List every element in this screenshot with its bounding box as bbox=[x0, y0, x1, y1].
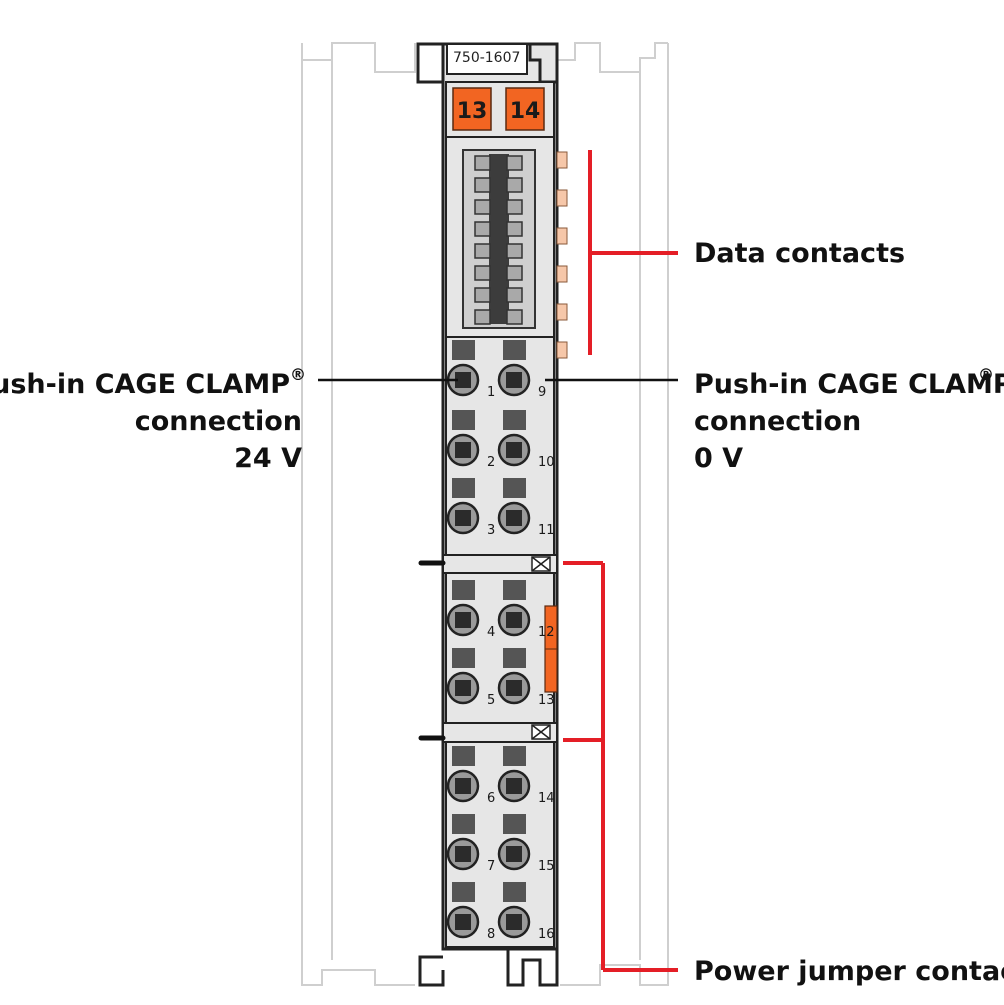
data-pin-array bbox=[474, 155, 523, 325]
jumper-cross-upper bbox=[531, 556, 551, 572]
power-jumper-label: Power jumper contacts bbox=[694, 956, 1004, 987]
release-button bbox=[503, 580, 526, 600]
tag-14-label: 14 bbox=[510, 99, 541, 124]
clamp-inner bbox=[506, 442, 522, 458]
clamp-inner bbox=[506, 510, 522, 526]
release-button bbox=[503, 410, 526, 430]
terminal-number: 6 bbox=[487, 791, 495, 806]
data-pin bbox=[506, 177, 523, 193]
terminal-number: 1 bbox=[487, 385, 495, 400]
data-contact-pad bbox=[556, 227, 568, 245]
terminal-number: 5 bbox=[487, 693, 495, 708]
release-button bbox=[452, 580, 475, 600]
data-contacts-label: Data contacts bbox=[694, 238, 905, 269]
left-clamp-line2: connection bbox=[135, 406, 302, 437]
terminal-number: 8 bbox=[487, 927, 495, 942]
data-pin bbox=[506, 221, 523, 237]
data-pin bbox=[474, 155, 491, 171]
left-clamp-title: Push-in CAGE CLAMP bbox=[0, 369, 290, 400]
release-button bbox=[503, 648, 526, 668]
data-contact-pad bbox=[556, 341, 568, 359]
clamp-inner bbox=[455, 372, 471, 388]
terminal-number: 3 bbox=[487, 523, 495, 538]
part-number-strip bbox=[446, 43, 528, 75]
terminal-number: 15 bbox=[538, 859, 555, 874]
clamp-inner bbox=[455, 914, 471, 930]
release-button bbox=[452, 882, 475, 902]
data-pin bbox=[506, 309, 523, 325]
terminal-number: 4 bbox=[487, 625, 495, 640]
tag-14 bbox=[505, 87, 545, 131]
neighbor-module-outline bbox=[301, 42, 669, 986]
clamp-inner bbox=[506, 914, 522, 930]
data-pin bbox=[474, 265, 491, 281]
clamp-inner bbox=[455, 510, 471, 526]
clamp-inner bbox=[455, 846, 471, 862]
clamp-inner bbox=[455, 442, 471, 458]
terminal-number: 10 bbox=[538, 455, 555, 470]
right-clamp-voltage: 0 V bbox=[694, 443, 743, 474]
data-contact-pad bbox=[556, 189, 568, 207]
release-button bbox=[452, 410, 475, 430]
clamp-inner bbox=[506, 846, 522, 862]
data-pin bbox=[506, 265, 523, 281]
release-button bbox=[452, 746, 475, 766]
jumper-cross-lower bbox=[531, 724, 551, 740]
terminal-number: 13 bbox=[538, 693, 555, 708]
data-pin bbox=[506, 199, 523, 215]
tag-13 bbox=[452, 87, 492, 131]
data-pin bbox=[506, 243, 523, 259]
tag-13-label: 13 bbox=[457, 99, 488, 124]
release-button bbox=[503, 340, 526, 360]
data-pin bbox=[506, 155, 523, 171]
data-pin bbox=[474, 243, 491, 259]
right-registered-mark: ® bbox=[978, 365, 994, 384]
clamp-inner bbox=[455, 778, 471, 794]
data-pin bbox=[506, 287, 523, 303]
part-number: 750-1607 bbox=[453, 50, 520, 66]
clamp-inner bbox=[506, 778, 522, 794]
clamp-inner bbox=[455, 680, 471, 696]
release-button bbox=[452, 340, 475, 360]
terminal-number: 11 bbox=[538, 523, 555, 538]
terminal-number: 7 bbox=[487, 859, 495, 874]
terminal-array: 1 9 2 10 3 11 4 12 5 13 6 14 7 15 8 16 bbox=[446, 340, 555, 942]
clamp-inner bbox=[455, 612, 471, 628]
release-button bbox=[503, 814, 526, 834]
data-contacts-leader bbox=[588, 150, 678, 355]
release-button bbox=[503, 882, 526, 902]
right-clamp-line2: connection bbox=[694, 406, 861, 437]
power-jumper-leader bbox=[563, 561, 678, 972]
data-contact-pad bbox=[556, 303, 568, 321]
release-button bbox=[452, 478, 475, 498]
release-button bbox=[503, 478, 526, 498]
clamp-inner bbox=[506, 372, 522, 388]
clamp-inner bbox=[506, 612, 522, 628]
release-button bbox=[452, 648, 475, 668]
terminal-number: 12 bbox=[538, 625, 555, 640]
module-housing: 1 9 2 10 3 11 4 12 5 13 6 14 7 15 8 16 bbox=[416, 42, 568, 987]
terminal-number: 2 bbox=[487, 455, 495, 470]
release-button bbox=[452, 814, 475, 834]
left-clamp-voltage: 24 V bbox=[234, 443, 302, 474]
data-pin bbox=[474, 177, 491, 193]
terminal-number: 14 bbox=[538, 791, 555, 806]
data-pin bbox=[474, 199, 491, 215]
data-pin bbox=[474, 221, 491, 237]
release-button bbox=[503, 746, 526, 766]
terminal-number: 16 bbox=[538, 927, 555, 942]
data-contact-pad bbox=[556, 265, 568, 283]
right-clamp-title: Push-in CAGE CLAMP bbox=[694, 369, 1004, 400]
data-pin bbox=[474, 309, 491, 325]
terminal-number: 9 bbox=[538, 385, 546, 400]
data-contact-pads bbox=[556, 151, 568, 359]
clamp-inner bbox=[506, 680, 522, 696]
left-registered-mark: ® bbox=[290, 365, 306, 384]
data-contact-pad bbox=[556, 151, 568, 169]
data-pin bbox=[474, 287, 491, 303]
